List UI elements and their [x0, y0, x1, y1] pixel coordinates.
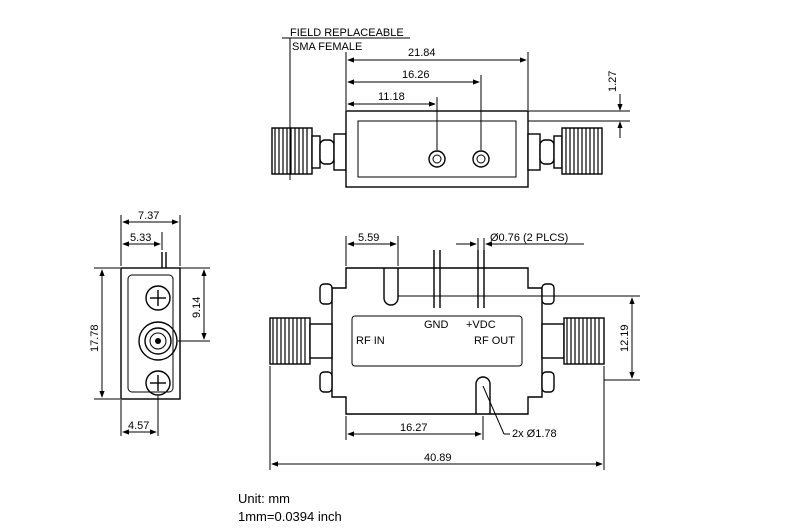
- dim-pin2-top: 16.26: [402, 69, 430, 81]
- screw-upper: [145, 285, 171, 311]
- label-panel: [351, 315, 523, 367]
- dim-pin-from-edge: 5.59: [358, 232, 379, 244]
- conversion-note: 1mm=0.0394 inch: [238, 509, 342, 524]
- pin-gnd-top: [428, 150, 446, 168]
- front-view: GND +VDC RF IN RF OUT 5.59 Ø0.76 (2 PLCS…: [269, 232, 640, 470]
- label-rf-in: RF IN: [356, 335, 385, 347]
- pin-vdc-top: [472, 150, 490, 168]
- sma-connector-face: [138, 321, 178, 361]
- callout-sma-female: SMA FEMALE: [292, 41, 362, 53]
- dim-pin-offset-end: 5.33: [130, 232, 151, 244]
- callout-field-replaceable: FIELD REPLACEABLE: [290, 27, 404, 39]
- unit-note: Unit: mm: [238, 491, 290, 506]
- dim-pin1-top: 11.18: [378, 91, 405, 103]
- screw-left-top: [319, 283, 333, 305]
- dim-rf-height: 12.19: [619, 324, 631, 352]
- callout-pin-diameter: Ø0.76 (2 PLCS): [490, 232, 568, 244]
- screw-left-bottom: [319, 371, 333, 393]
- screw-lower: [145, 370, 171, 396]
- left-sma-connector-front: [269, 317, 333, 365]
- left-sma-connector-top: [271, 127, 347, 175]
- end-view-body: [120, 267, 181, 400]
- dim-overall-top: 21.84: [408, 47, 436, 59]
- callout-hole-diameter: 2x Ø1.78: [512, 428, 557, 440]
- dim-overall-length: 40.89: [424, 452, 452, 464]
- dim-bottom-offset-end: 4.57: [128, 420, 149, 432]
- dim-center-height-end: 9.14: [191, 297, 203, 318]
- slot-bottom: [475, 376, 491, 414]
- dim-thickness-top: 1.27: [607, 71, 619, 92]
- dim-height-end: 17.78: [89, 324, 101, 352]
- dim-hole-from-edge: 16.27: [400, 422, 428, 434]
- right-sma-connector-front: [541, 317, 605, 365]
- top-view: 21.84 16.26 11.18 1.27 FIELD REPLACEABLE…: [271, 27, 630, 188]
- label-rf-out: RF OUT: [474, 335, 515, 347]
- screw-right-bottom: [541, 371, 555, 393]
- pin-gnd: [433, 250, 441, 308]
- screw-right-top: [541, 283, 555, 305]
- slot-top: [383, 268, 399, 306]
- pin-vdc: [477, 250, 485, 308]
- label-gnd: GND: [424, 319, 449, 331]
- right-sma-connector-top: [527, 127, 603, 175]
- end-view: 7.37 5.33 17.78 9.14 4.57: [89, 210, 210, 436]
- dim-width-end: 7.37: [138, 210, 159, 222]
- label-vdc: +VDC: [466, 319, 496, 331]
